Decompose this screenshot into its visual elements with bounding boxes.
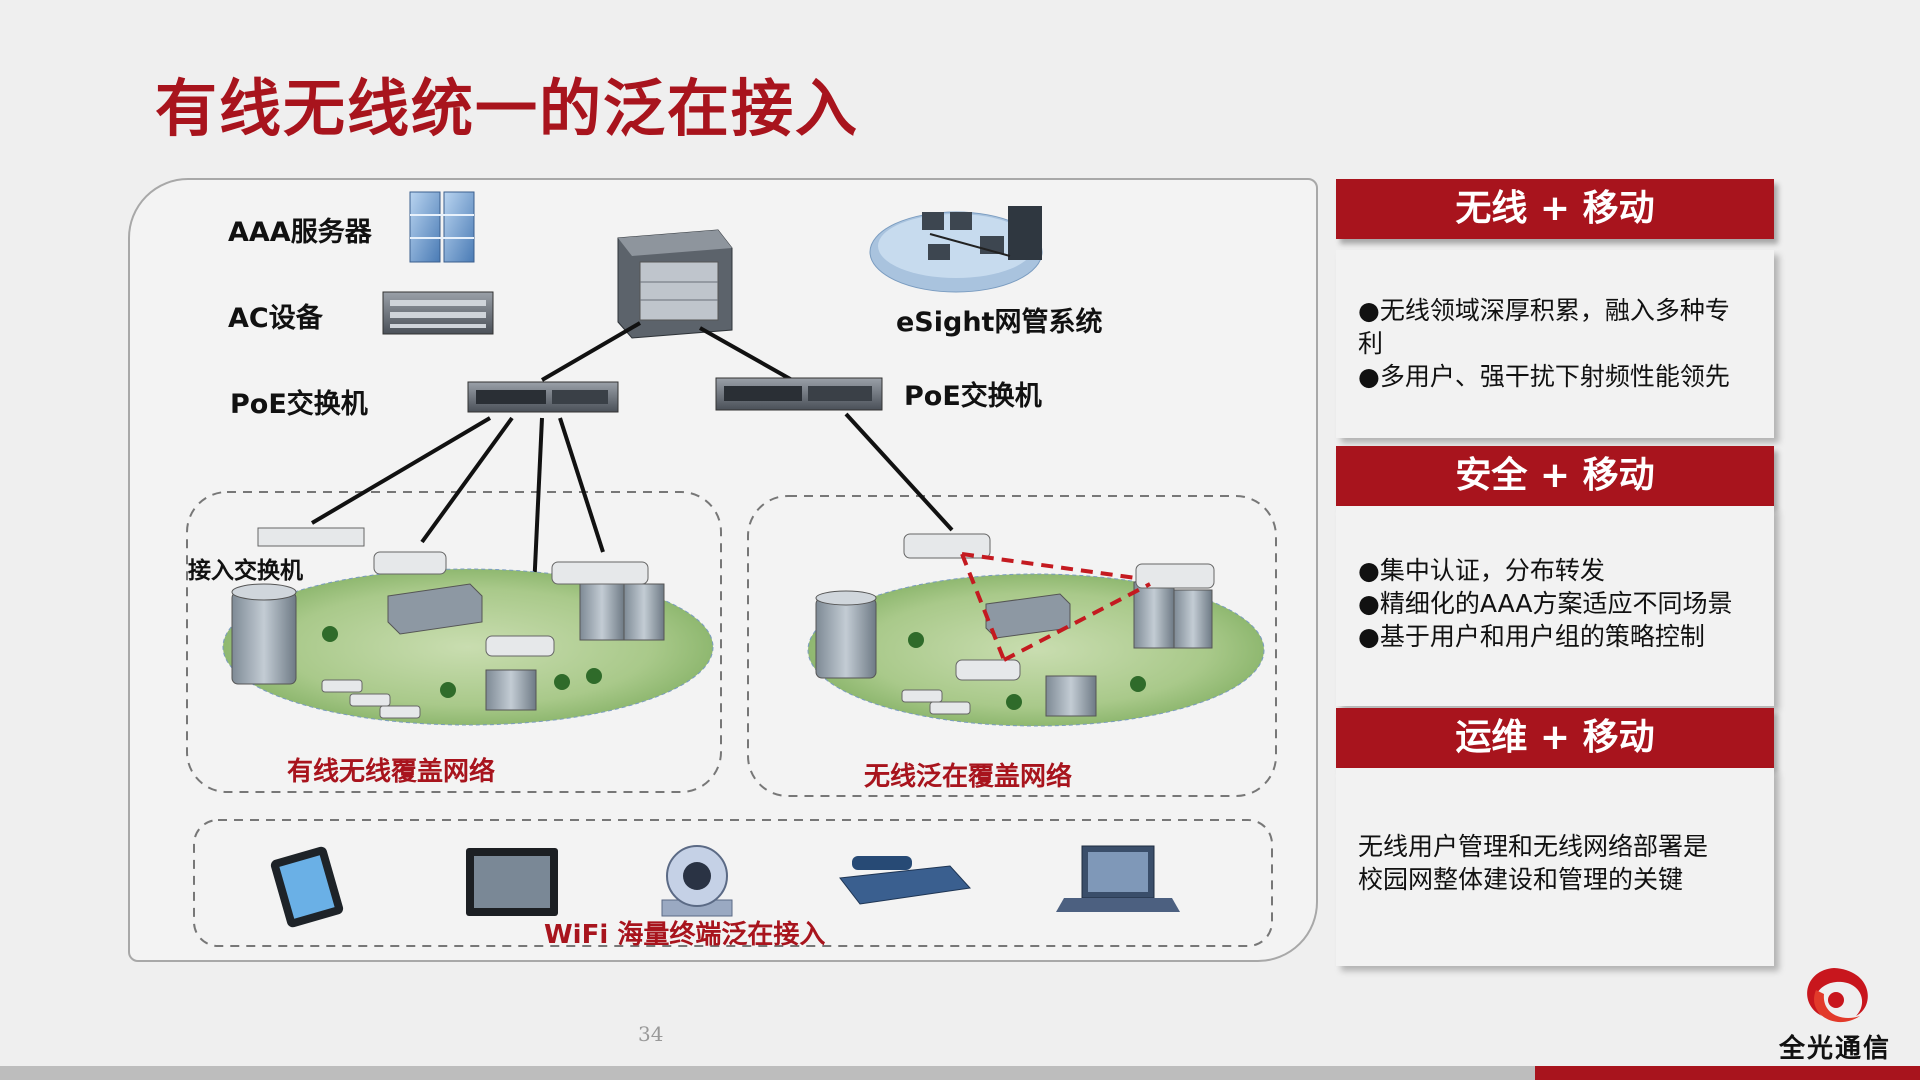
building-icon	[815, 590, 877, 679]
building-icon	[1045, 675, 1097, 717]
building-icon	[231, 583, 297, 685]
section-line: ●多用户、强干扰下射频性能领先	[1358, 362, 1730, 391]
wired-wireless-network-label: 有线无线覆盖网络	[287, 757, 496, 787]
server-icon	[409, 191, 475, 263]
company-logo-icon	[1807, 968, 1868, 1023]
building-icon	[485, 669, 537, 711]
wireless-mesh-links	[960, 552, 1151, 662]
poe-switch-icon	[467, 381, 619, 413]
ac-device-label: AC设备	[228, 303, 323, 334]
wireless-region	[747, 495, 1277, 797]
poe-switch-icon	[715, 377, 883, 411]
section-body-ops-mobile: 无线用户管理和无线网络部署是 校园网整体建设和管理的关键	[1336, 768, 1774, 966]
phone-icon	[270, 846, 344, 928]
access-point-icon	[901, 533, 1215, 715]
wireless-ubiquitous-network-label: 无线泛在覆盖网络	[864, 762, 1073, 792]
section-line: ●无线领域深厚积累，融入多种专	[1358, 296, 1730, 325]
section-body-wireless-mobile: ●无线领域深厚积累，融入多种专 利 ●多用户、强干扰下射频性能领先	[1336, 250, 1774, 438]
wifi-terminals-label: WiFi 海量终端泛在接入	[544, 920, 826, 950]
section-header-ops-mobile: 运维 + 移动	[1336, 708, 1774, 768]
section-header-wireless-mobile: 无线 + 移动	[1336, 179, 1774, 239]
logo-text: 全光通信	[1779, 1034, 1892, 1064]
aaa-server-label: AAA服务器	[228, 217, 372, 248]
tablet-icon	[466, 848, 558, 916]
section-header-security-mobile: 安全 + 移动	[1336, 446, 1774, 506]
section-body-security-mobile: ●集中认证，分布转发 ●精细化的AAA方案适应不同场景 ●基于用户和用户组的策略…	[1336, 506, 1774, 706]
section-line: 利	[1358, 329, 1384, 358]
esight-network-icon	[869, 206, 1043, 293]
poe-switch-right-label: PoE交换机	[904, 381, 1042, 412]
wired-wireless-region	[186, 491, 722, 793]
access-point-icon	[257, 527, 649, 719]
building-icon	[1133, 581, 1213, 649]
building-icon	[387, 583, 483, 635]
section-line: ●基于用户和用户组的策略控制	[1358, 622, 1705, 651]
laptop-icon	[1056, 845, 1180, 912]
core-switch-icon	[617, 229, 733, 339]
section-line: 无线用户管理和无线网络部署是	[1358, 832, 1709, 861]
camera-icon	[661, 845, 733, 917]
esight-label: eSight网管系统	[896, 307, 1103, 338]
building-icon	[579, 573, 665, 641]
page-number: 34	[638, 1022, 664, 1046]
building-icon	[985, 593, 1071, 639]
terminals-region	[193, 819, 1273, 947]
ac-device-icon	[382, 291, 494, 335]
page-title: 有线无线统一的泛在接入	[155, 72, 860, 145]
tree-icon	[322, 626, 602, 698]
section-line: ●集中认证，分布转发	[1358, 556, 1605, 585]
section-line: ●精细化的AAA方案适应不同场景	[1358, 589, 1733, 618]
section-line: 校园网整体建设和管理的关键	[1358, 865, 1684, 894]
access-switch-label: 接入交换机	[188, 558, 303, 584]
tree-icon	[908, 632, 1146, 710]
footer-bar-gray	[0, 1066, 1535, 1080]
desk-phone-icon	[839, 856, 972, 905]
poe-switch-left-label: PoE交换机	[230, 389, 368, 420]
